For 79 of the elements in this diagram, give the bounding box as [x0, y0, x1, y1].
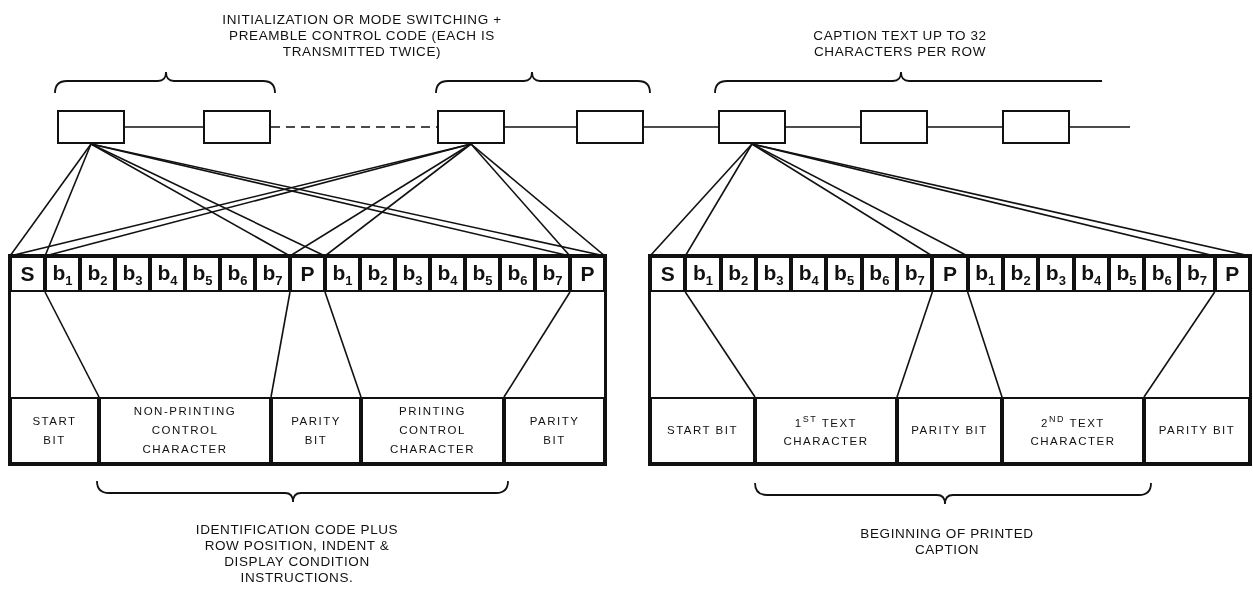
bit-box: b$_{6}$: [1144, 256, 1180, 292]
connector-line: [643, 126, 719, 128]
bit-box: b$_{5}$: [465, 256, 500, 292]
bit-box: b$_{7}$: [255, 256, 290, 292]
connector-line: [124, 126, 204, 128]
bit-box: b$_{5}$: [185, 256, 220, 292]
bit-box: b$_{1}$: [45, 256, 80, 292]
bit-box: b$_{5}$: [826, 256, 862, 292]
connector-line: [1069, 126, 1131, 128]
bit-box: b$_{1}$: [685, 256, 721, 292]
field-box: 2$^{ND}$ TEXT CHARACTER: [1002, 397, 1144, 464]
bit-box: S: [10, 256, 45, 292]
character-box: [203, 110, 271, 144]
bit-box: b$_{4}$: [1073, 256, 1109, 292]
bit-box: P: [1214, 256, 1250, 292]
projection-line: [896, 291, 934, 398]
character-box: [860, 110, 928, 144]
field-box: PRINTING CONTROL CHARACTER: [361, 397, 504, 464]
fan-line: [470, 143, 606, 257]
connector-line: [504, 126, 577, 128]
bit-box: b$_{7}$: [535, 256, 570, 292]
fan-line: [470, 143, 571, 257]
bit-box: b$_{5}$: [1108, 256, 1145, 292]
heading-text: CAPTION TEXT UP TO 32 CHARACTERS PER ROW: [812, 28, 988, 60]
field-box: PARITY BIT: [1144, 397, 1250, 464]
connector-line: [927, 126, 1003, 128]
fan-line: [9, 143, 92, 257]
field-box: PARITY BIT: [897, 397, 1002, 464]
projection-line: [270, 291, 291, 398]
character-box: [718, 110, 786, 144]
bit-box: b$_{3}$: [395, 256, 430, 292]
fan-line: [649, 143, 753, 257]
field-box: PARITY BIT: [271, 397, 361, 464]
fan-line: [324, 143, 472, 257]
bit-box: b$_{7}$: [897, 256, 933, 292]
fan-line: [684, 143, 753, 257]
projection-line: [324, 291, 362, 398]
bit-box: b$_{2}$: [1002, 256, 1039, 292]
character-box: [57, 110, 125, 144]
bit-box: b$_{3}$: [1038, 256, 1074, 292]
bit-box: b$_{4}$: [791, 256, 827, 292]
projection-line: [1143, 291, 1216, 398]
projection-line: [966, 291, 1003, 398]
bit-box: b$_{4}$: [150, 256, 185, 292]
projection-line: [503, 291, 571, 398]
connector-line: [785, 126, 861, 128]
bit-box: b$_{3}$: [115, 256, 150, 292]
bit-frame: [8, 254, 607, 466]
character-box: [576, 110, 644, 144]
bit-box: b$_{7}$: [1179, 256, 1215, 292]
bit-box: P: [290, 256, 325, 292]
bit-box: P: [570, 256, 605, 292]
bit-box: b$_{2}$: [720, 256, 756, 292]
bit-box: b$_{3}$: [755, 256, 792, 292]
annotation-text: IDENTIFICATION CODE PLUS ROW POSITION, INDENT & DISPLAY CONDITION INSTRUCTIONS.: [194, 522, 400, 586]
bit-box: b$_{4}$: [430, 256, 465, 292]
annotation-text: BEGINNING OF PRINTED CAPTION: [859, 526, 1035, 558]
bit-box: b$_{6}$: [500, 256, 535, 292]
bit-box: b$_{1}$: [967, 256, 1003, 292]
bit-box: S: [650, 256, 686, 292]
character-box: [1002, 110, 1070, 144]
connector-line: [270, 126, 438, 128]
field-box: START BIT: [10, 397, 99, 464]
bit-box: b$_{6}$: [861, 256, 898, 292]
bit-box: b$_{2}$: [80, 256, 115, 292]
bit-frame: [648, 254, 1252, 466]
projection-line: [684, 291, 756, 398]
fan-line: [44, 143, 92, 257]
heading-text: INITIALIZATION OR MODE SWITCHING + PREAMBLE CONTROL CODE (EACH IS TRANSMITTED TWICE): [221, 12, 503, 60]
bit-box: b$_{1}$: [325, 256, 360, 292]
bit-box: P: [932, 256, 968, 292]
projection-line: [44, 291, 100, 398]
character-box: [437, 110, 505, 144]
bit-box: b$_{2}$: [360, 256, 395, 292]
field-box: NON-PRINTING CONTROL CHARACTER: [99, 397, 271, 464]
bit-box: b$_{6}$: [220, 256, 255, 292]
field-box: PARITY BIT: [504, 397, 605, 464]
field-box: 1$^{ST}$ TEXT CHARACTER: [755, 397, 897, 464]
field-box: START BIT: [650, 397, 755, 464]
